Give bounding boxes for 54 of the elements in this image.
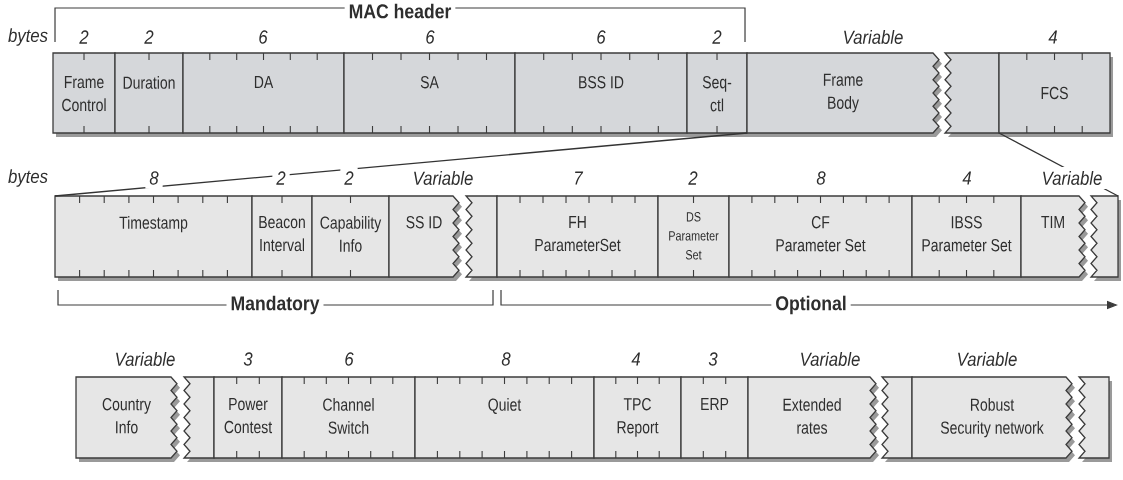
bracket-label: Mandatory [226,291,324,319]
byte-count: Variable [408,167,478,189]
byte-count: 2 [340,167,358,189]
unit-label: bytes [4,165,52,191]
byte-count: Variable [795,348,865,370]
bracket-label: MAC header [344,0,456,23]
byte-count: 2 [684,167,702,189]
byte-count: 3 [704,348,722,370]
byte-count: 4 [1044,26,1062,48]
byte-count: 8 [497,348,515,370]
arrow-label: Optional [771,291,851,319]
field-box: Power Contest [213,376,285,462]
byte-count: 2 [75,26,93,48]
byte-count: 6 [592,26,610,48]
byte-count: 3 [239,348,257,370]
byte-count: Variable [1037,167,1107,189]
field-box: Capability Info [311,195,392,281]
box-segment [1077,376,1112,462]
box-segment [182,376,217,462]
byte-count: 6 [254,26,272,48]
byte-count: 8 [812,167,830,189]
byte-count: 2 [272,167,290,189]
field-box: ERP [680,376,751,462]
box-segment [943,52,1002,137]
field-box: Beacon Interval [251,195,315,281]
field-box: TPC Report [593,376,684,462]
byte-count: 7 [569,167,587,189]
field-box: Extended rates [747,376,879,462]
field-box: Seq- ctl [686,52,750,137]
byte-count: 6 [340,348,358,370]
field-box: DS Parameter Set [657,195,732,281]
field-box: IBSS Parameter Set [911,195,1024,281]
byte-count: Variable [952,348,1022,370]
field-box: Duration [114,52,186,137]
byte-count: 8 [145,167,163,189]
box-segment [1089,195,1121,281]
byte-count: 2 [140,26,158,48]
field-box: Robust Security network [911,376,1075,462]
field-box: TIM [1020,195,1088,281]
byte-count: Variable [838,26,908,48]
byte-count: 4 [627,348,645,370]
box-segment [464,195,500,281]
byte-count: 2 [708,26,726,48]
expansion-line [54,132,748,197]
byte-count: 4 [958,167,976,189]
field-box: FCS [998,52,1113,137]
field-box: Country Info [75,376,180,462]
field-box: SA [343,52,518,137]
unit-label: bytes [4,24,52,50]
field-box: Frame Control [52,52,118,137]
byte-count: Variable [110,348,180,370]
byte-count: 6 [421,26,439,48]
field-box: SS ID [388,195,462,281]
box-segment [880,376,915,462]
